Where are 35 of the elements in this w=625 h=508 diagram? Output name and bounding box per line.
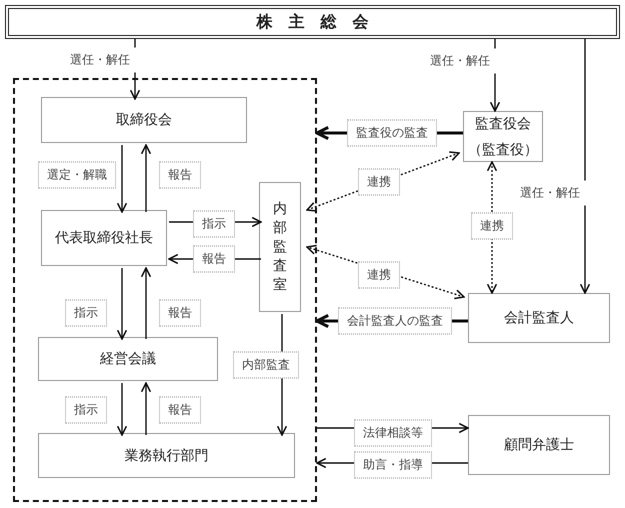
arrow xyxy=(116,145,128,213)
edge-label: 選定・解職 xyxy=(38,162,116,188)
edge-label: 連携 xyxy=(358,262,400,288)
edge-label: 指示 xyxy=(65,300,107,326)
edge-label: 助言・指導 xyxy=(354,452,432,478)
process-box: 代表取締役社長 xyxy=(41,210,167,266)
process-box: 取締役会 xyxy=(41,97,247,143)
edge-label: 法律相談等 xyxy=(354,420,432,446)
arrow xyxy=(140,382,152,435)
title-box: 株 主 総 会 xyxy=(5,5,620,39)
arrow xyxy=(580,39,590,294)
group-frame xyxy=(13,78,317,502)
box-subheading: （監査役） xyxy=(468,142,538,158)
edge-label: 指示 xyxy=(65,396,107,424)
arrow xyxy=(116,268,128,340)
arrow xyxy=(140,267,152,339)
arrow xyxy=(140,144,152,212)
process-box xyxy=(463,111,543,162)
edge-label: 連携 xyxy=(471,212,513,240)
box-heading: 監査役会 xyxy=(475,116,531,132)
process-box: 経営会議 xyxy=(38,337,218,381)
edge-label: 監査役の監査 xyxy=(347,120,437,146)
process-box: 顧問弁護士 xyxy=(468,415,610,475)
edge-label: 指示 xyxy=(193,210,235,238)
arrow xyxy=(116,383,128,436)
edge-label: 報告 xyxy=(159,300,201,326)
process-box: 内部監査室 xyxy=(259,182,301,312)
edge-label: 内部監査 xyxy=(233,352,299,378)
process-box: 業務執行部門 xyxy=(38,433,295,478)
edge-label: 会計監査人の監査 xyxy=(338,308,452,334)
process-box: 会計監査人 xyxy=(468,293,610,343)
edge-label: 報告 xyxy=(193,246,235,272)
edge-label: 報告 xyxy=(159,396,201,424)
edge-label: 報告 xyxy=(159,162,201,188)
edge-label: 連携 xyxy=(358,168,400,196)
